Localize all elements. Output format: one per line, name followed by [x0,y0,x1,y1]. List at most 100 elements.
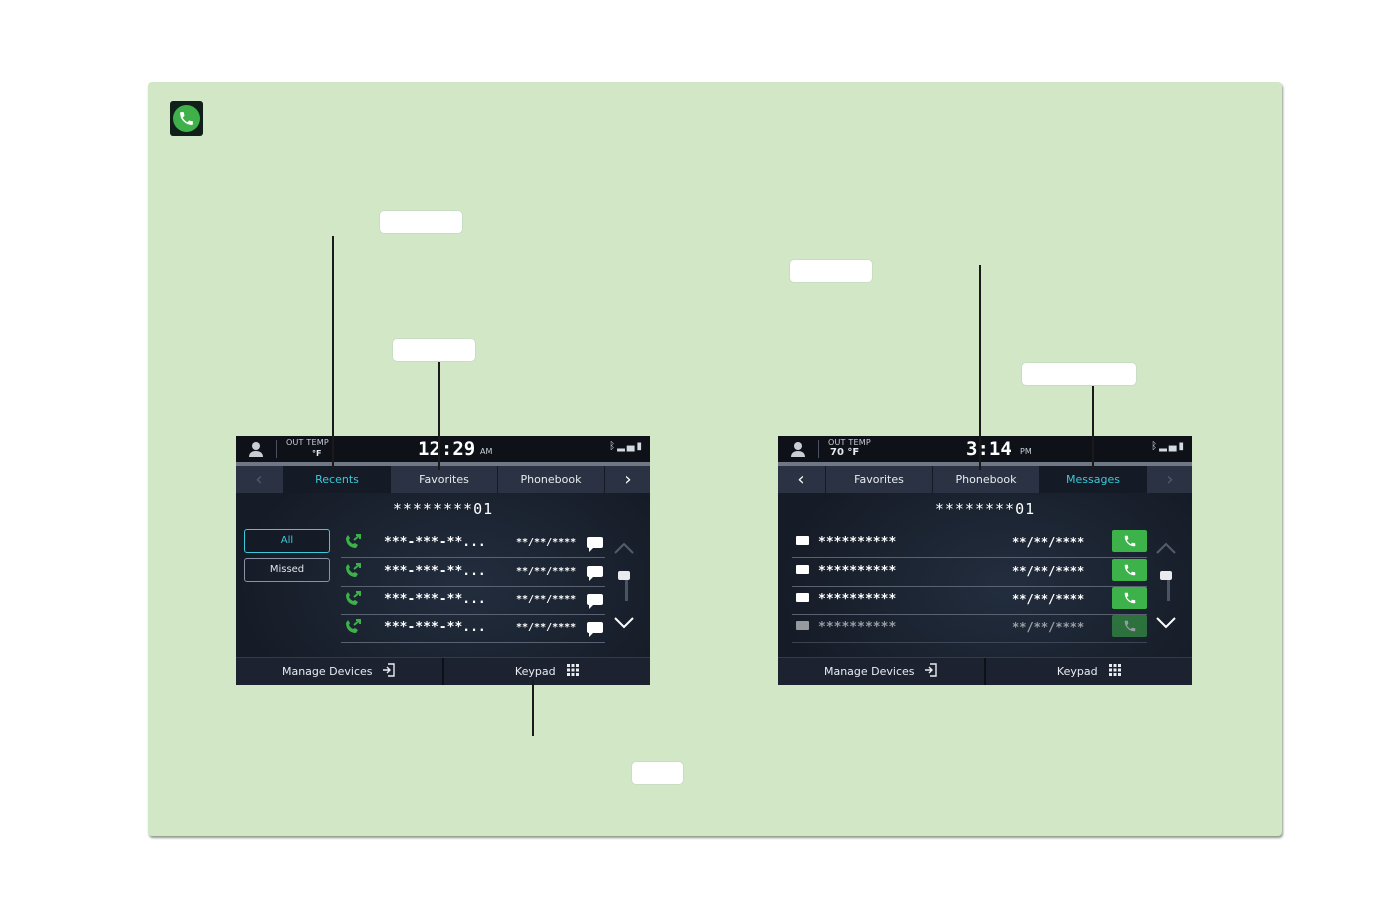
keypad-label: Keypad [1056,665,1098,678]
filter-missed-button[interactable]: Missed [244,558,330,582]
phone-screen-recents: OUT TEMP °F 12:29 AM ᛒ▂▄▮ ‹ Recents Favo… [236,436,650,685]
message-sender: ********** [818,592,897,607]
callout-label [632,762,683,784]
keypad-grid-icon [1109,664,1122,676]
call-button[interactable] [1112,530,1147,552]
list-item[interactable]: ********** **/**/**** [792,614,1147,643]
scroll-thumb[interactable] [618,571,630,580]
manage-devices-button[interactable]: Manage Devices [236,658,442,685]
call-arrow-icon [346,619,361,633]
mail-icon [796,565,809,574]
mail-icon [796,593,809,602]
tab-bar: ‹ Favorites Phonebook Messages › [778,466,1192,493]
list-item[interactable]: ********** **/**/**** [792,558,1147,587]
chevron-left-icon[interactable]: ‹ [797,469,805,490]
clock-ampm: AM [480,447,493,456]
keypad-grid-icon [567,664,580,676]
keypad-button[interactable]: Keypad [986,658,1192,685]
call-arrow-icon [346,534,361,548]
callout-label [790,260,872,282]
call-date: **/**/**** [516,594,577,605]
phone-icon [1124,592,1136,604]
message-date: **/**/**** [1012,620,1085,634]
battery-icon: ▮ [1178,441,1186,452]
phone-icon [1124,564,1136,576]
keypad-button[interactable]: Keypad [444,658,650,685]
list-item[interactable]: ***-***-**... **/**/**** [341,529,605,558]
call-number: ***-***-**... [384,564,486,579]
tab-recents[interactable]: Recents [283,466,390,493]
chevron-down-icon[interactable] [613,616,635,630]
chevron-left-icon[interactable]: ‹ [255,469,263,490]
chevron-up-icon[interactable] [1155,541,1177,555]
leader-line [1092,386,1094,470]
status-bar: OUT TEMP 70 °F 3:14 PM ᛒ▂▄▮ [778,436,1192,462]
call-date: **/**/**** [516,566,577,577]
out-temp-value: 70 °F [830,447,860,458]
battery-icon: ▮ [636,441,644,452]
message-bubble-icon[interactable] [587,566,603,581]
scrollbar[interactable] [1167,571,1170,601]
message-bubble-icon[interactable] [587,622,603,637]
callout-label [380,211,462,233]
out-temp-value: °F [312,449,322,458]
tab-phonebook[interactable]: Phonebook [932,466,1039,493]
clock: 12:29 [418,438,476,460]
call-button[interactable] [1112,559,1147,581]
user-icon[interactable] [248,441,264,457]
list-item[interactable]: ***-***-**... **/**/**** [341,614,605,643]
message-sender: ********** [818,535,897,550]
scroll-thumb[interactable] [1160,571,1172,580]
callout-label [393,339,475,361]
login-icon [383,663,395,677]
device-name: ********01 [392,500,494,518]
user-icon[interactable] [790,441,806,457]
scrollbar[interactable] [625,571,628,601]
chevron-up-icon[interactable] [613,541,635,555]
message-bubble-icon[interactable] [587,594,603,609]
tab-messages[interactable]: Messages [1039,466,1146,493]
out-temp-label: OUT TEMP [286,438,329,447]
message-sender: ********** [818,564,897,579]
call-arrow-icon [346,563,361,577]
tab-favorites[interactable]: Favorites [825,466,932,493]
status-icons: ᛒ▂▄▮ [1151,441,1186,452]
device-name: ********01 [934,500,1036,518]
tab-favorites[interactable]: Favorites [390,466,497,493]
bluetooth-icon: ᛒ [609,441,618,452]
bottom-bar: Manage Devices Keypad [236,657,650,685]
signal-icon: ▂▄ [1159,441,1179,452]
signal-icon: ▂▄ [617,441,637,452]
list-item[interactable]: ***-***-**... **/**/**** [341,586,605,615]
bluetooth-icon: ᛒ [1151,441,1160,452]
manage-devices-label: Manage Devices [281,665,373,678]
chevron-right-icon[interactable]: › [1146,466,1192,493]
chevron-down-icon[interactable] [1155,616,1177,630]
leader-line [532,680,534,736]
status-bar: OUT TEMP °F 12:29 AM ᛒ▂▄▮ [236,436,650,462]
call-date: **/**/**** [516,622,577,633]
message-sender: ********** [818,620,897,635]
manage-devices-label: Manage Devices [823,665,915,678]
manage-devices-button[interactable]: Manage Devices [778,658,984,685]
tab-phonebook[interactable]: Phonebook [497,466,604,493]
message-date: **/**/**** [1012,564,1085,578]
login-icon [925,663,937,677]
message-bubble-icon[interactable] [587,537,603,552]
list-item[interactable]: ***-***-**... **/**/**** [341,558,605,587]
phone-screen-messages: OUT TEMP 70 °F 3:14 PM ᛒ▂▄▮ ‹ Favorites … [778,436,1192,685]
tab-bar: ‹ Recents Favorites Phonebook › [236,466,650,493]
call-button[interactable] [1112,587,1147,609]
leader-line [332,236,334,470]
callout-label [1022,363,1136,385]
clock: 3:14 [966,438,1012,460]
leader-line [979,265,981,470]
call-date: **/**/**** [516,537,577,548]
list-item[interactable]: ********** **/**/**** [792,529,1147,558]
call-button[interactable] [1112,615,1147,637]
mail-icon [796,536,809,545]
filter-all-button[interactable]: All [244,529,330,553]
mail-icon [796,621,809,630]
list-item[interactable]: ********** **/**/**** [792,586,1147,615]
chevron-right-icon[interactable]: › [604,466,650,493]
